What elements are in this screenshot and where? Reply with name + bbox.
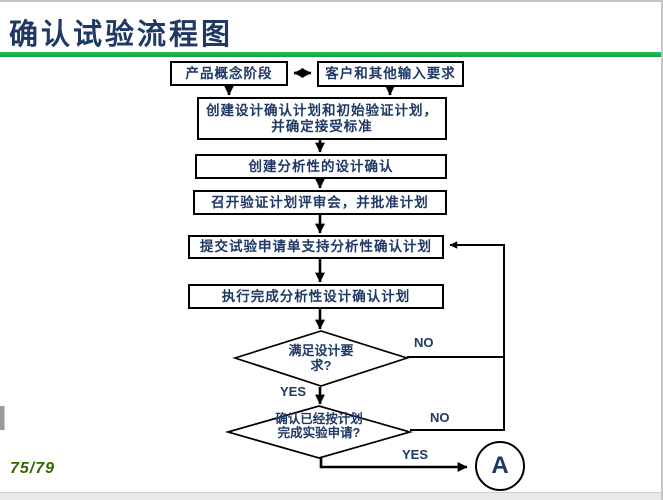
box-product-concept: 产品概念阶段 — [170, 61, 288, 86]
bottom-strip — [0, 492, 661, 500]
box-plan-review-meeting: 召开验证计划评审会，并批准计划 — [193, 190, 447, 215]
box-customer-inputs: 客户和其他输入要求 — [317, 61, 464, 87]
flow-arrows — [224, 68, 468, 472]
page-number: 75/79 — [10, 460, 56, 477]
scrollbar-fragment — [0, 406, 5, 430]
box-analytical-design-confirm: 创建分析性的设计确认 — [195, 154, 447, 179]
title-divider — [0, 52, 661, 57]
yes-label-2: YES — [402, 447, 429, 462]
box-create-validation-plan: 创建设计确认计划和初始验证计划， 并确定接受标准 — [197, 97, 447, 140]
yes-label-1: YES — [280, 384, 307, 399]
decision-design-label: 满足设计要 求? — [288, 343, 354, 373]
no-feedback-loop — [407, 241, 505, 431]
box-execute-plan: 执行完成分析性设计确认计划 — [188, 284, 444, 309]
decision-design-diamond — [232, 330, 410, 387]
no-label-2: NO — [430, 410, 450, 425]
box-submit-test-request: 提交试验申请单支持分析性确认计划 — [188, 235, 444, 259]
page-title: 确认试验流程图 — [9, 19, 234, 51]
connector-terminal-a-label: A — [491, 452, 509, 479]
connector-terminal-a: A — [475, 441, 525, 491]
decision-confirm-label: 确认已经按计划 完成实验申请? — [275, 412, 363, 440]
no-label-1: NO — [414, 335, 434, 350]
decision-confirm-diamond — [224, 405, 414, 459]
